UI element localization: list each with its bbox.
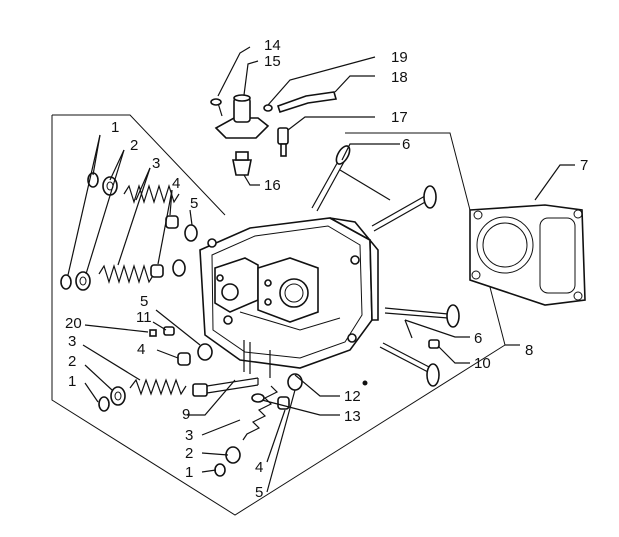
label-12: 12 — [344, 388, 361, 405]
label-1: 1 — [185, 464, 193, 481]
label-8: 8 — [525, 342, 533, 359]
label-20: 20 — [65, 315, 82, 332]
label-2: 2 — [68, 353, 76, 370]
label-3: 3 — [152, 155, 160, 172]
label-15: 15 — [264, 53, 281, 70]
label-4: 4 — [255, 459, 263, 476]
cylinder-head — [199, 217, 379, 378]
label-5: 5 — [255, 484, 263, 501]
label-9: 9 — [182, 406, 190, 423]
label-4: 4 — [137, 341, 145, 358]
label-18: 18 — [391, 69, 408, 86]
thermostat-housing-group — [210, 91, 338, 176]
label-7: 7 — [580, 157, 588, 174]
label-13: 13 — [344, 408, 361, 425]
label-11: 11 — [136, 309, 152, 326]
assembly-boundary-left — [51, 115, 506, 516]
leader-lines — [67, 46, 575, 493]
label-5: 5 — [190, 195, 198, 212]
callout-labels: 1 2 3 4 5 5 20 11 4 3 2 1 9 3 2 1 4 5 12… — [65, 37, 588, 501]
label-1: 1 — [111, 119, 119, 136]
upper-left-valve-parts — [60, 172, 198, 291]
label-2: 2 — [130, 137, 138, 154]
label-5: 5 — [140, 293, 148, 310]
label-14: 14 — [264, 37, 281, 54]
label-6: 6 — [402, 136, 410, 153]
lower-left-valve-parts — [98, 326, 213, 412]
label-19: 19 — [391, 49, 408, 66]
assembly-boundary — [52, 114, 226, 216]
label-3: 3 — [185, 427, 193, 444]
label-6: 6 — [474, 330, 482, 347]
label-17: 17 — [391, 109, 408, 126]
label-10: 10 — [474, 355, 491, 372]
head-gasket — [469, 204, 586, 306]
label-3: 3 — [68, 333, 76, 350]
label-2: 2 — [185, 445, 193, 462]
label-1: 1 — [68, 373, 76, 390]
label-4: 4 — [172, 175, 180, 192]
label-16: 16 — [264, 177, 281, 194]
